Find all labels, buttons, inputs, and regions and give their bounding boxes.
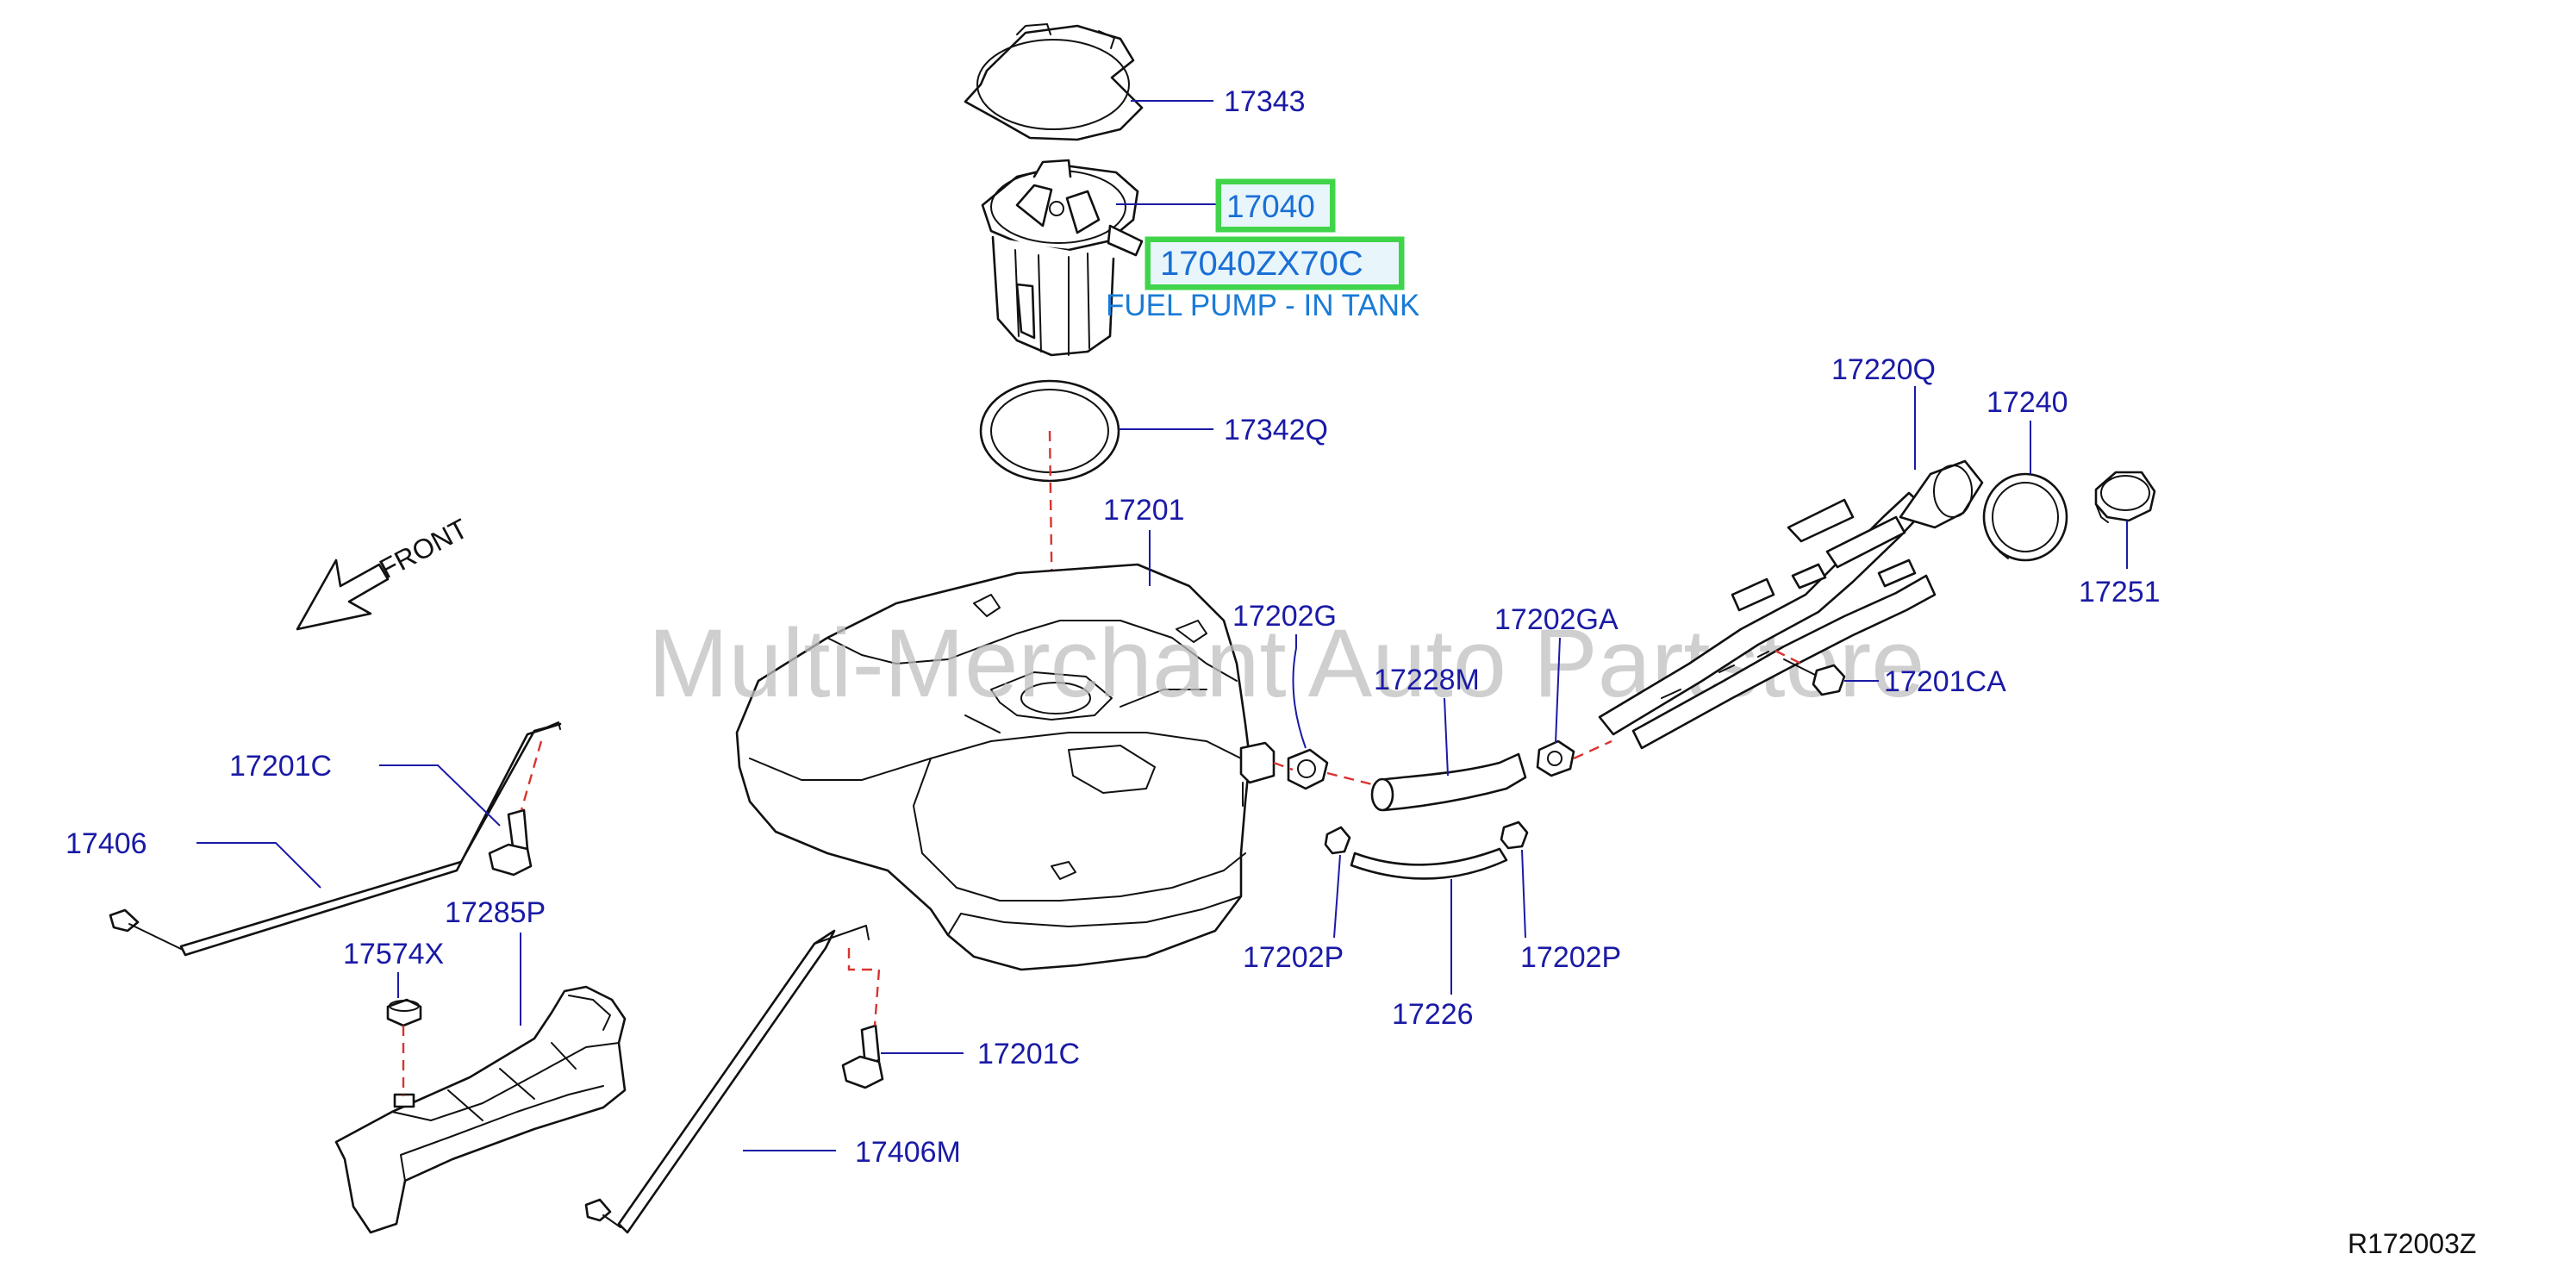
front-label: FRONT: [374, 513, 472, 585]
clamp-17202ga-illustration: [1536, 739, 1575, 777]
highlight-fill-catalog-number: [1151, 242, 1399, 284]
clamp-17202p-left-illustration: [1324, 826, 1351, 855]
leader-17202GA: [1555, 637, 1561, 744]
callout-17240[interactable]: 17240: [1987, 386, 2068, 419]
alignment-dash-hose: [1273, 761, 1380, 788]
callout-17202G[interactable]: 17202G: [1232, 600, 1337, 633]
callout-17406M[interactable]: 17406M: [855, 1136, 961, 1169]
callout-17228M[interactable]: 17228M: [1374, 664, 1480, 696]
callout-17251[interactable]: 17251: [2079, 576, 2161, 608]
lock-ring-illustration: [964, 23, 1144, 141]
leader-17228M: [1444, 697, 1449, 777]
front-arrow-icon: [296, 558, 390, 631]
clamp-17202g-illustration: [1287, 748, 1329, 790]
callout-17343[interactable]: 17343: [1224, 85, 1306, 118]
highlighted-catalog-number[interactable]: 17040ZX70C: [1160, 245, 1363, 283]
strap-17406m-illustration: [584, 925, 870, 1234]
alignment-dash-bolt-upper: [520, 740, 543, 811]
heat-shield-illustration: [334, 985, 627, 1234]
highlight-box-catalog-number: [1145, 236, 1405, 290]
part-description: FUEL PUMP - IN TANK: [1106, 289, 1419, 322]
bolt-17201ca-illustration: [1783, 658, 1846, 696]
highlighted-part-number[interactable]: 17040: [1226, 189, 1315, 224]
filler-tube-illustration: [1598, 459, 1984, 750]
callout-17406[interactable]: 17406: [65, 827, 147, 860]
alignment-dash-clamp: [1573, 739, 1612, 760]
callout-17201C-upper[interactable]: 17201C: [229, 750, 332, 783]
highlight-fill-part-number: [1221, 184, 1330, 227]
leader-17202P-right: [1521, 849, 1526, 939]
clamp-17202p-right-illustration: [1500, 820, 1529, 850]
filler-hose-illustration: [1370, 752, 1527, 812]
callout-17342Q[interactable]: 17342Q: [1224, 414, 1328, 446]
bolt-17201c-upper-illustration: [488, 808, 533, 877]
callout-17201CA[interactable]: 17201CA: [1884, 665, 2006, 698]
callout-17202P-right[interactable]: 17202P: [1520, 941, 1621, 974]
alignment-dash-bolt-lower: [847, 948, 881, 1026]
alignment-dash-bolt: [1775, 649, 1802, 665]
breather-hose-illustration: [1350, 847, 1508, 880]
callout-17202P-left[interactable]: 17202P: [1243, 941, 1344, 974]
callout-17201[interactable]: 17201: [1103, 494, 1185, 527]
callout-17574X[interactable]: 17574X: [343, 938, 444, 970]
leader-17201C-upper: [379, 764, 501, 827]
clip-17574x-illustration: [386, 998, 422, 1027]
callout-17201C-lower[interactable]: 17201C: [977, 1038, 1080, 1070]
diagram-code: R172003Z: [2348, 1228, 2476, 1259]
callout-17226[interactable]: 17226: [1392, 998, 1474, 1031]
seal-17240-illustration: [1982, 472, 2068, 562]
filler-cap-illustration: [2094, 471, 2156, 523]
fuel-tank-illustration: [735, 563, 1276, 971]
strap-17406-illustration: [109, 721, 562, 957]
callout-17285P[interactable]: 17285P: [445, 896, 546, 929]
leader-17406: [196, 842, 321, 889]
leader-17202G: [1292, 634, 1307, 749]
highlight-box-part-number: [1215, 178, 1336, 233]
callout-17202GA[interactable]: 17202GA: [1494, 603, 1619, 636]
callout-17220Q[interactable]: 17220Q: [1831, 353, 1936, 386]
leader-17202P-left: [1333, 854, 1341, 939]
fuel-pump-illustration: [981, 159, 1144, 357]
bolt-17201c-lower-illustration: [841, 1024, 884, 1089]
